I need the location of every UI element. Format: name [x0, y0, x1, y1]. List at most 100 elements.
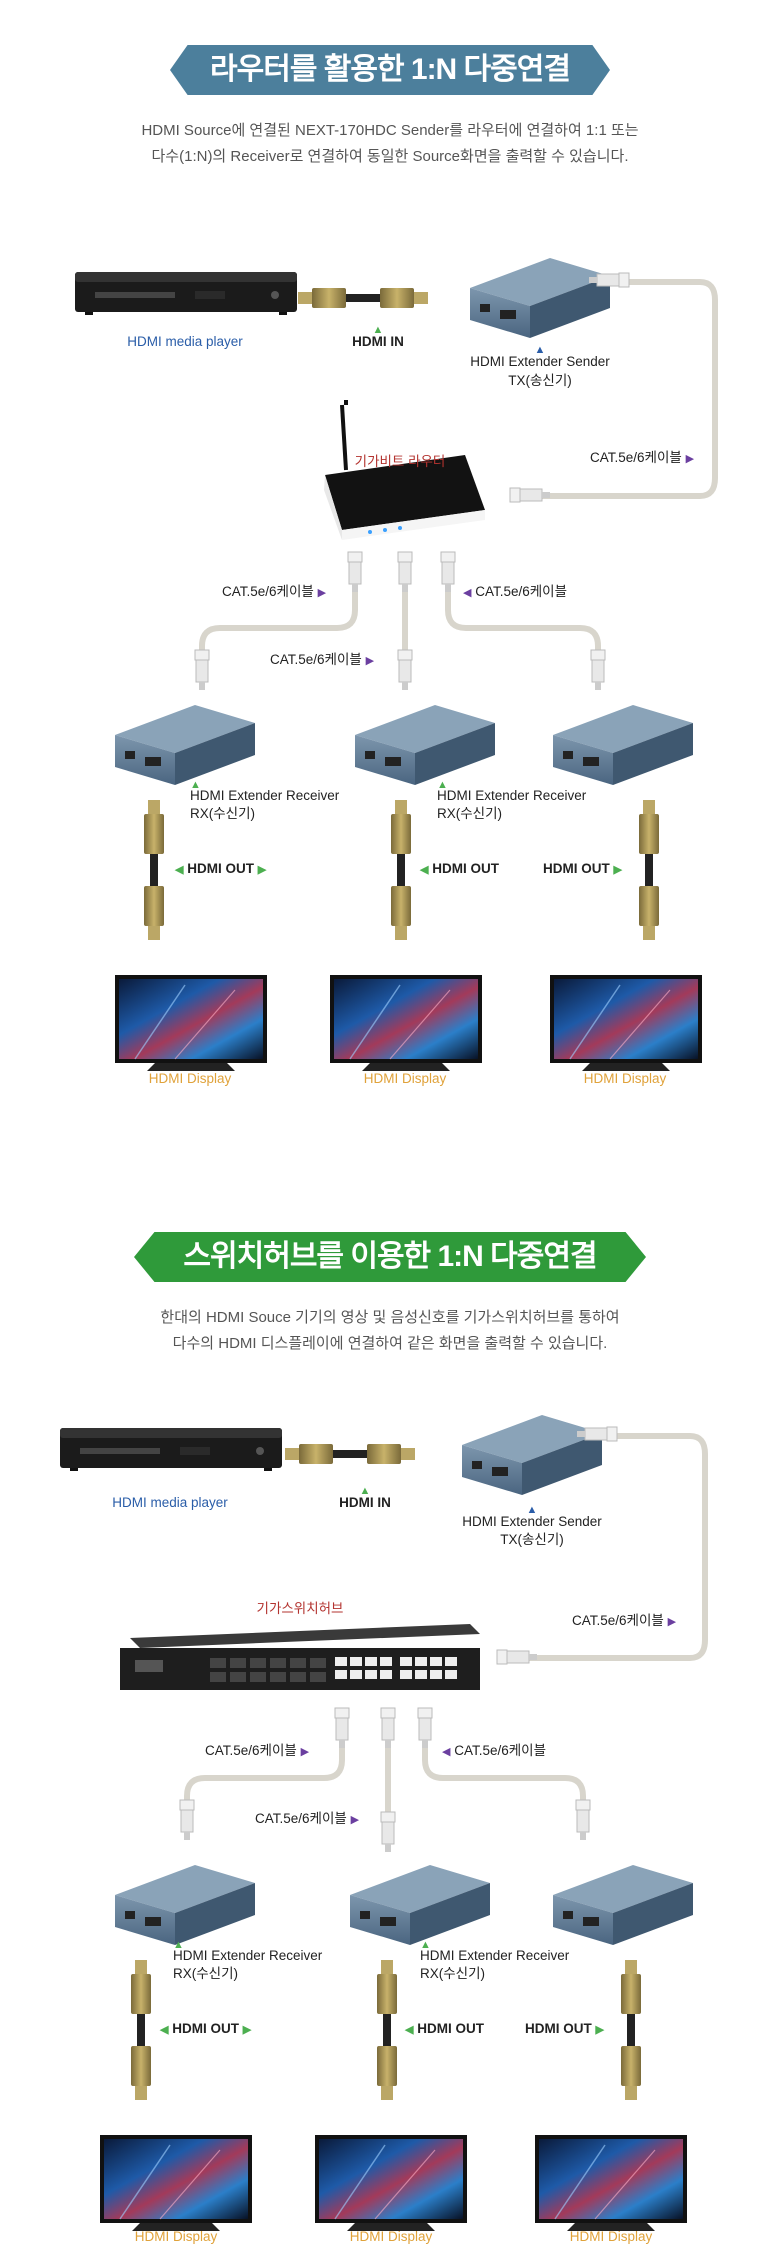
section1-title: 라우터를 활용한 1:N 다중연결	[170, 45, 610, 95]
display-label-left-2: HDMI Display	[134, 2229, 218, 2244]
hdmi-cable-icon	[285, 1444, 415, 1464]
cable-label-center-2: CAT.5e/6케이블 ▶	[255, 1811, 360, 1826]
hdmi-cable-icon	[391, 800, 411, 940]
ethernet-connector-icon	[575, 1799, 591, 1841]
hdmi-cable-icon	[144, 800, 164, 940]
sender-label-line1: HDMI Extender Sender	[470, 354, 610, 369]
cable-label-right: ◀ CAT.5e/6케이블	[463, 584, 568, 599]
media-player-label: HDMI media player	[127, 334, 243, 349]
cable-text: CAT.5e/6케이블	[590, 450, 682, 465]
cable-label-left: CAT.5e/6케이블 ▶	[222, 584, 327, 599]
hdmi-out-center-2: ◀ HDMI OUT	[405, 2021, 484, 2036]
ethernet-connector-icon	[496, 1649, 538, 1665]
receiver-arrow-left-2: ▲	[173, 1939, 184, 1951]
receiver-label-center-2-line1: HDMI Extender Receiver	[420, 1948, 570, 1963]
cable-label-sender: CAT.5e/6케이블 ▶	[590, 450, 695, 465]
ethernet-connector-icon	[397, 649, 413, 691]
ethernet-connector-icon	[334, 1707, 350, 1749]
section2-title: 스위치허브를 이용한 1:N 다중연결	[134, 1232, 646, 1282]
cable-text: CAT.5e/6케이블	[270, 652, 362, 667]
receiver-label-left-line2: RX(수신기)	[190, 806, 256, 821]
extender-receiver-icon	[553, 1865, 693, 1945]
hdmi-out-left-2: ◀ HDMI OUT ▶	[160, 2021, 252, 2036]
hdmi-out-text: HDMI OUT	[172, 2021, 239, 2036]
ethernet-connector-icon	[380, 1707, 396, 1749]
hdmi-cable-icon	[298, 288, 428, 308]
section1-desc-line2: 다수(1:N)의 Receiver로 연결하여 동일한 Source화면을 출력…	[151, 148, 629, 165]
ethernet-connector-icon	[194, 649, 210, 691]
router-icon	[324, 400, 485, 540]
display-label-right-2: HDMI Display	[569, 2229, 653, 2244]
media-player-label-2: HDMI media player	[112, 1495, 228, 1510]
ethernet-connector-icon	[347, 551, 363, 593]
cable-label-left-2: CAT.5e/6케이블 ▶	[205, 1743, 310, 1758]
media-player-icon	[60, 1428, 282, 1471]
cable-label-center: CAT.5e/6케이블 ▶	[270, 652, 375, 667]
display-label-right: HDMI Display	[583, 1071, 667, 1086]
sender-label-2-line2: TX(송신기)	[500, 1532, 564, 1547]
hdmi-out-right: HDMI OUT ▶	[543, 861, 622, 876]
cable-text: CAT.5e/6케이블	[475, 584, 568, 599]
display-label-center: HDMI Display	[363, 1071, 447, 1086]
extender-receiver-icon	[553, 705, 693, 785]
receiver-label-left-2-line2: RX(수신기)	[173, 1966, 239, 1981]
tv-display-icon	[534, 2134, 688, 2232]
hdmi-cable-icon	[377, 1960, 397, 2100]
media-player-icon	[75, 272, 297, 315]
receiver-label-center-line2: RX(수신기)	[437, 806, 503, 821]
extender-receiver-icon	[355, 705, 495, 785]
hdmi-out-text: HDMI OUT	[187, 861, 254, 876]
receiver-label-center-2-line2: RX(수신기)	[420, 1966, 486, 1981]
ethernet-connector-icon	[417, 1707, 433, 1749]
tv-display-icon	[549, 974, 703, 1072]
cable-text: CAT.5e/6케이블	[454, 1743, 547, 1758]
hdmi-in-arrow-2: ▲	[359, 1485, 371, 1497]
hdmi-out-right-2: HDMI OUT ▶	[525, 2021, 604, 2036]
extender-receiver-icon	[115, 705, 255, 785]
section1-desc-line1: HDMI Source에 연결된 NEXT-170HDC Sender를 라우터…	[141, 122, 639, 139]
cable-text: CAT.5e/6케이블	[572, 1613, 664, 1628]
ethernet-connector-icon	[440, 551, 456, 593]
ethernet-connector-icon	[380, 1811, 396, 1853]
hdmi-out-left: ◀ HDMI OUT ▶	[175, 861, 267, 876]
receiver-label-center-line1: HDMI Extender Receiver	[437, 788, 587, 803]
cable-text: CAT.5e/6케이블	[255, 1811, 347, 1826]
cable-text: CAT.5e/6케이블	[205, 1743, 297, 1758]
extender-sender-icon	[470, 258, 610, 338]
tv-display-icon	[329, 974, 483, 1072]
receiver-label-left-2-line1: HDMI Extender Receiver	[173, 1948, 323, 1963]
hdmi-in-label-2: HDMI IN	[339, 1495, 391, 1510]
tv-display-icon	[99, 2134, 253, 2232]
ethernet-connector-icon	[590, 649, 606, 691]
ethernet-connector-icon	[397, 551, 413, 593]
hdmi-cable-icon	[131, 1960, 151, 2100]
extender-receiver-icon	[115, 1865, 255, 1945]
hdmi-out-text: HDMI OUT	[525, 2021, 592, 2036]
sender-label-line2: TX(송신기)	[508, 373, 572, 388]
hdmi-in-arrow: ▲	[372, 324, 384, 336]
hdmi-out-text: HDMI OUT	[543, 861, 610, 876]
display-label-left: HDMI Display	[148, 1071, 232, 1086]
tv-display-icon	[314, 2134, 468, 2232]
hdmi-cable-icon	[621, 1960, 641, 2100]
hdmi-cable-icon	[639, 800, 659, 940]
sender-arrow: ▲	[534, 344, 546, 356]
switch-label: 기가스위치허브	[256, 1601, 344, 1616]
switch-hub-icon	[120, 1624, 480, 1690]
sender-label-2-line1: HDMI Extender Sender	[462, 1514, 602, 1529]
display-label-center-2: HDMI Display	[349, 2229, 433, 2244]
cable-text: CAT.5e/6케이블	[222, 584, 314, 599]
receiver-arrow-center-2: ▲	[420, 1939, 431, 1951]
hdmi-in-label: HDMI IN	[352, 334, 404, 349]
receiver-arrow-left: ▲	[190, 779, 201, 791]
section2-desc-line1: 한대의 HDMI Souce 기기의 영상 및 음성신호를 기가스위치허브를 통…	[160, 1309, 620, 1326]
cable-label-right-2: ◀ CAT.5e/6케이블	[442, 1743, 547, 1758]
extender-sender-icon	[462, 1415, 602, 1495]
receiver-label-left-line1: HDMI Extender Receiver	[190, 788, 340, 803]
extender-receiver-icon	[350, 1865, 490, 1945]
hdmi-out-text: HDMI OUT	[432, 861, 499, 876]
router-label: 기가비트 라우터	[354, 454, 446, 469]
cable-label-sender-2: CAT.5e/6케이블 ▶	[572, 1613, 677, 1628]
ethernet-connector-icon	[179, 1799, 195, 1841]
